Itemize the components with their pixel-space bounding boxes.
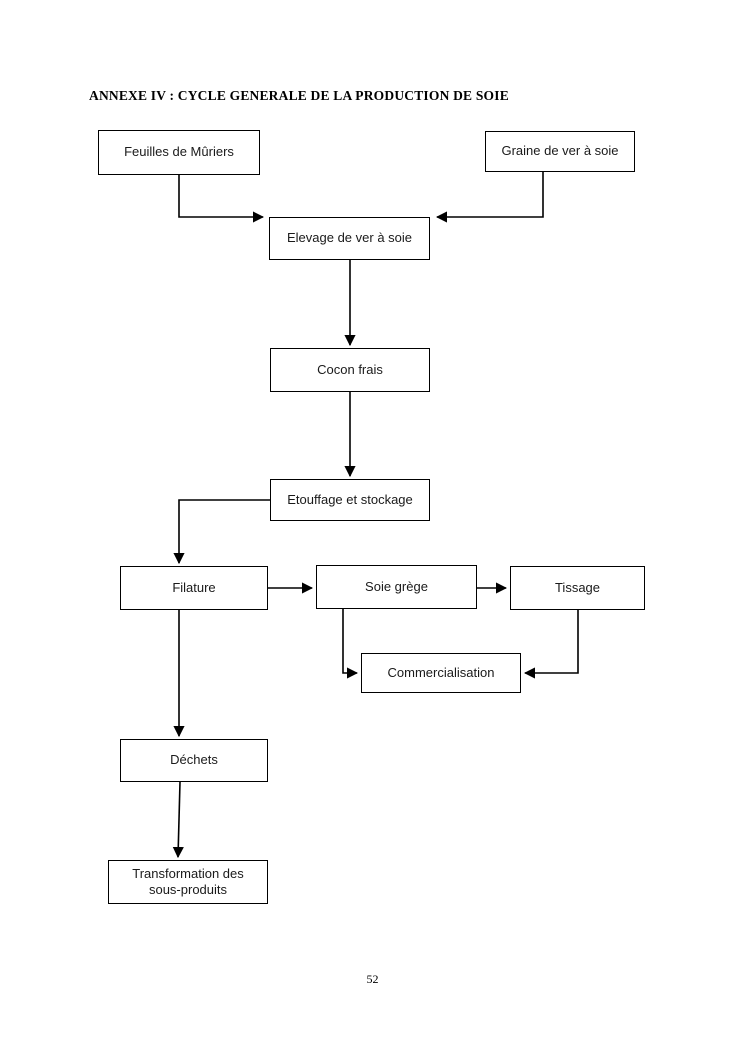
flow-node-label: Transformation des sous-produits	[132, 865, 244, 897]
flow-node-graine: Graine de ver à soie	[485, 131, 635, 172]
flow-node-transformation: Transformation des sous-produits	[108, 860, 268, 904]
flow-node-label: Tissage	[554, 579, 601, 595]
flow-node-etouffage: Etouffage et stockage	[270, 479, 430, 521]
flow-node-cocon: Cocon frais	[270, 348, 430, 392]
edge-layer	[172, 172, 579, 859]
flow-node-filature: Filature	[120, 566, 268, 610]
flow-node-soie_grege: Soie grège	[316, 565, 477, 609]
flow-node-label: Graine de ver à soie	[501, 143, 619, 159]
flow-node-elevage: Elevage de ver à soie	[269, 217, 430, 260]
page-number: 52	[366, 972, 379, 986]
flow-node-label: Cocon frais	[317, 361, 383, 377]
flow-edge-tissage-to-commercialisation	[523, 610, 579, 679]
page-title: ANNEXE IV : CYCLE GENERALE DE LA PRODUCT…	[89, 88, 509, 103]
flow-node-label: Elevage de ver à soie	[286, 230, 413, 246]
flow-node-label: Filature	[172, 579, 216, 595]
flow-node-label: Commercialisation	[387, 664, 495, 680]
flow-node-label: Etouffage et stockage	[287, 491, 413, 507]
flow-node-commercialisation: Commercialisation	[361, 653, 521, 693]
flow-edge-dechets-to-transformation	[172, 781, 184, 859]
flow-node-label: Déchets	[170, 752, 218, 768]
flow-node-tissage: Tissage	[510, 566, 645, 610]
flow-edge-feuilles-to-elevage	[178, 175, 265, 223]
flow-node-dechets: Déchets	[120, 739, 268, 782]
flow-node-label: Feuilles de Mûriers	[124, 144, 234, 160]
flow-node-label: Soie grège	[365, 578, 428, 594]
flow-edge-etouffage-to-filature	[173, 499, 270, 565]
flow-node-feuilles: Feuilles de Mûriers	[98, 130, 260, 175]
flow-edge-graine-to-elevage	[435, 172, 544, 223]
flow-edge-soie_grege-to-commercialisation	[342, 609, 359, 679]
